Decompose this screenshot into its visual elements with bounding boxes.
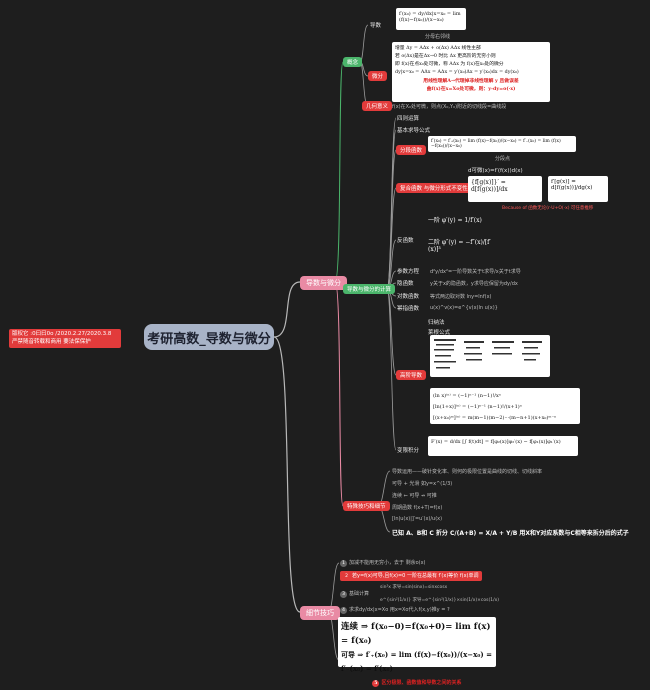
formula-thumbnails [430, 335, 550, 377]
piecewise-subnote: 分段点 [495, 156, 511, 162]
branch-special-tips[interactable]: 特殊技巧和细节 [343, 501, 390, 511]
trick-3b: e^{sin²(1/x)} 求导=e^{sin²(1/x)}×sin(1/x)×… [380, 598, 500, 603]
diff-line-5: 用线性理解A→代理掉非线性理解 y 且做误差 [423, 78, 519, 84]
diff-line-3: 即 f(x)在点x₀处可微，称 AΔx 为 f(x)在x₀处的微分 [395, 62, 504, 67]
root-topic[interactable]: 考研高数_导数与微分 [144, 324, 274, 350]
number-badge-4: 4 [340, 607, 347, 614]
number-badge-2: 2 [343, 573, 350, 580]
higher-formula-2: [ln(1+x)]⁽ⁿ⁾ = (−1)ⁿ⁻¹ (n−1)!/(x+1)ⁿ [433, 404, 522, 410]
trick-4-text: 求求dy/dx|x=Xo 用x=Xo代入f(x,y)推y = ? [349, 607, 450, 613]
composite-note: Because of 函数无论(r·U+O(·x) 可任意推移 [502, 206, 594, 211]
calc-composite[interactable]: 复合函数 与微分形式不变性 [396, 183, 472, 193]
trick-1-text: 加减不能用无穷小，去于 剩余o(x) [349, 560, 426, 566]
special-tip-2: 可导 + 光滑 如y=x^(1/3) [392, 481, 453, 487]
number-badge-1: 1 [340, 560, 347, 567]
powexp-text: u(x)^v(x)=e^{v(x)ln u(x)} [430, 305, 498, 311]
calc-higher-order[interactable]: 高阶导数 [396, 370, 427, 380]
special-tip-3: 连续 ⇐ 可导 ⇏ 可推 [392, 493, 437, 499]
copyright-note: 版权它 :0曰曰0o /2020.2.27/2020.3.8 严禁随音转载和商用… [9, 329, 121, 348]
higher-formulas-card: (ln x)⁽ⁿ⁾ = (−1)ⁿ⁻¹ (n−1)!/xⁿ [ln(1+x)]⁽… [430, 388, 580, 424]
trick-2-text: 若y=f(x)可导,且f(x)=0 一阶在总最有 f′(x)等价 f(x)单调 [352, 573, 479, 579]
branch-calc-rules[interactable]: 导数与微分的计算 [343, 284, 396, 294]
trick-3a: sin²x 求导=sin(sinx)=sinxcosx [380, 585, 448, 590]
inverse-second-order: 二阶 φ″(y) = −f″(x)/[f′(x)]³ [428, 239, 491, 253]
number-badge-5: 5 [372, 680, 380, 687]
special-tip-5: [ln|u(x)|]′=u′(x)/u(x) [392, 516, 443, 522]
branch-derivative-differential[interactable]: 导数与微分 [300, 276, 347, 290]
calc-powexp[interactable]: 幂指函数 [397, 306, 420, 312]
concept-differential[interactable]: 微分 [368, 71, 388, 81]
trick-differentiable: 可导 ⇒ f′₊(x₀) = lim (f(x)−f(x₀))/(x−x₀) =… [341, 650, 492, 673]
diff-line-2: 若 o(Δx)是在Δx→0 时比 Δx 更高阶的无穷小则 [395, 54, 496, 59]
calc-four-ops[interactable]: 四则运算 [397, 116, 420, 122]
calc-implicit[interactable]: 隐函数 [397, 281, 414, 287]
composite-left-card: {f[g(x)]}′ = d[f(g(x))]/dx [468, 176, 542, 202]
calc-log[interactable]: 对数函数 [397, 294, 420, 300]
higher-induction[interactable]: 归纳法 [428, 320, 445, 326]
diff-line-1: 增量 Δy = AΔx + o(Δx) AΔx 线性主部 [395, 46, 481, 51]
piecewise-card: f′(x₀) = f′₊(x₀) = lim (f(x)−f(x₀))/(x−x… [428, 136, 576, 152]
branch-tricks[interactable]: 細节技巧 [300, 606, 340, 620]
continuity-derivative-card: 连续 ⇒ f(x₀−0)=f(x₀+0)= lim f(x) = f(x₀) 可… [338, 617, 496, 687]
calc-param[interactable]: 参数方程 [397, 269, 420, 275]
derivative-definition-card: f′(x₀) = dy/dx|x=x₀ = lim (f(x)−f(x₀))/(… [396, 8, 466, 30]
concept-geometric-meaning[interactable]: 几何意义 [362, 101, 393, 111]
trick-5-text: 区分极限、函数值和导数之间的关系 [381, 680, 462, 686]
derivative-subnote: 分母右邻线 [425, 34, 451, 40]
special-tip-1: 导数运用——破针变化率、则何的极限位置是曲线的切线、切线斜率 [392, 469, 543, 475]
higher-leibniz[interactable]: 莱根公式 [428, 330, 451, 336]
differential-definition-card: 增量 Δy = AΔx + o(Δx) AΔx 线性主部 若 o(Δx)是在Δx… [392, 42, 550, 102]
diff-line-6: 曲f(x)在x=Xo处可微，则：y-dy=o(·x) [426, 86, 516, 92]
calc-basic-table[interactable]: 基本求导公式 [397, 128, 431, 134]
implicit-text: y关于x的隐函数，y求导应保留为dy/dx [430, 281, 518, 287]
higher-formula-3: [(x+x₀)ᵐ]⁽ⁿ⁾ = m(m−1)(m−2)···(m−n+1)(x+x… [433, 415, 557, 421]
var-integral-card: F′(x) = d/dx [∫ f(t)dt] = f[φ₂(x)]φ₂′(x)… [428, 436, 578, 456]
branch-concepts[interactable]: 概念 [343, 57, 363, 67]
composite-top-text: d可微(x)=f′(f(x))d(x) [468, 168, 523, 174]
calc-var-integral[interactable]: 变限积分 [397, 448, 420, 454]
diff-line-4: dy|x=x₀ = AΔx = AΔx = y′(x₀)Δx = y′(x₀)d… [395, 70, 519, 75]
calc-piecewise[interactable]: 分段函数 [396, 145, 427, 155]
special-tip-6: 已知 A、B和 C 折分 C/(A+B) = X/A + Y/B 用X和Y对应系… [392, 530, 629, 537]
calc-inverse[interactable]: 反函数 [397, 238, 414, 244]
concept-derivative[interactable]: 导数 [370, 23, 382, 29]
inverse-first-order: 一阶 φ′(y) = 1/f′(x) [428, 217, 482, 224]
higher-formula-1: (ln x)⁽ⁿ⁾ = (−1)ⁿ⁻¹ (n−1)!/xⁿ [433, 393, 501, 399]
geometric-meaning-text: f(x)在X₀处可微，则点(X₀,Y₀)附近的切线段=曲线段 [392, 104, 507, 110]
special-tip-4: 周期函数 f(x+T)=f(x) [392, 505, 443, 511]
composite-right-card: f′[g(x)] = d[f(g(x))]/dg(x) [548, 176, 608, 202]
log-text: 等式两边取对数 lny=lnf(x) [430, 294, 492, 300]
trick-3-text: 基础计算 [349, 591, 370, 597]
trick-continuity: 连续 ⇒ f(x₀−0)=f(x₀+0)= lim f(x) = f(x₀) [341, 622, 491, 646]
number-badge-3: 3 [340, 591, 347, 598]
param-text: d²y/dx²=一阶导数关于t求导/x关于t求导 [430, 269, 521, 275]
